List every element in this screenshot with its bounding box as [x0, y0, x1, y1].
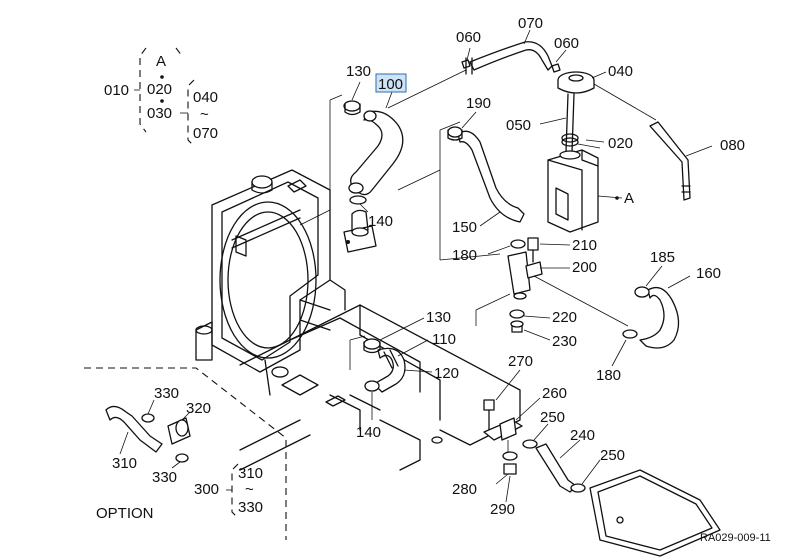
- label-030[interactable]: 030: [147, 105, 172, 122]
- hose-clamp-190[interactable]: [447, 126, 463, 141]
- washer-280[interactable]: [502, 451, 518, 461]
- leader-lines-lower: [349, 335, 366, 370]
- label-040-cap[interactable]: 040: [608, 63, 633, 80]
- label-290[interactable]: 290: [490, 501, 515, 518]
- option-clamp-330-lower[interactable]: [175, 453, 189, 463]
- label-330-range[interactable]: 330: [238, 499, 263, 516]
- bolt-210[interactable]: [527, 237, 539, 263]
- overflow-tube-050[interactable]: [565, 93, 575, 153]
- hose-clamp-180-upper[interactable]: [510, 239, 526, 249]
- hose-clamp-140-lower[interactable]: [364, 380, 380, 392]
- hose-clamp-130-lower[interactable]: [363, 338, 381, 354]
- option-clamp-330-upper[interactable]: [141, 413, 155, 423]
- hose-150[interactable]: [457, 130, 525, 223]
- plug-230[interactable]: [510, 320, 524, 333]
- label-070-pipe[interactable]: 070: [518, 15, 543, 32]
- option-label: OPTION: [96, 505, 154, 522]
- label-210[interactable]: 210: [572, 237, 597, 254]
- pipe-clip-060-right[interactable]: [551, 63, 561, 73]
- option-hose-310[interactable]: [105, 405, 163, 453]
- leader-lines-150: [439, 121, 461, 260]
- label-220[interactable]: 220: [552, 309, 577, 326]
- label-160[interactable]: 160: [696, 265, 721, 282]
- hose-clamp-250-upper[interactable]: [522, 439, 538, 449]
- label-330-upper[interactable]: 330: [154, 385, 179, 402]
- bracket-260[interactable]: [483, 417, 523, 441]
- label-180-lower[interactable]: 180: [596, 367, 621, 384]
- hose-110[interactable]: [383, 349, 399, 369]
- option-bracket-300: [226, 463, 239, 519]
- label-040[interactable]: 040: [193, 89, 218, 106]
- figure-code: RA029-009-11: [700, 532, 771, 544]
- label-130-upper[interactable]: 130: [346, 63, 371, 80]
- label-260[interactable]: 260: [542, 385, 567, 402]
- nut-290[interactable]: [503, 463, 517, 475]
- label-120[interactable]: 120: [434, 365, 459, 382]
- label-a-tank[interactable]: A: [624, 190, 634, 207]
- label-240[interactable]: 240: [570, 427, 595, 444]
- label-130-lower[interactable]: 130: [426, 309, 451, 326]
- hose-clamp-130-upper[interactable]: [343, 100, 361, 116]
- label-330-lower[interactable]: 330: [152, 469, 177, 486]
- label-100[interactable]: 100: [378, 76, 403, 93]
- hose-clamp-180-lower[interactable]: [622, 329, 638, 339]
- label-010[interactable]: 010: [104, 82, 129, 99]
- option-boundary: [84, 367, 287, 540]
- tank-hose-080[interactable]: [649, 121, 691, 201]
- label-190[interactable]: 190: [466, 95, 491, 112]
- label-180-upper[interactable]: 180: [452, 247, 477, 264]
- label-leaders: [119, 29, 713, 503]
- label-185[interactable]: 185: [650, 249, 675, 266]
- label-200[interactable]: 200: [572, 259, 597, 276]
- label-150[interactable]: 150: [452, 219, 477, 236]
- upper-hose-100[interactable]: [348, 110, 404, 196]
- frame-chassis: [239, 304, 521, 471]
- label-060-right[interactable]: 060: [554, 35, 579, 52]
- label-020[interactable]: 020: [147, 81, 172, 98]
- leader-lines-tank: [539, 83, 657, 200]
- water-flange-140-upper[interactable]: [343, 195, 377, 253]
- label-250-lower[interactable]: 250: [600, 447, 625, 464]
- highlight-100: [375, 73, 407, 93]
- option-part-320[interactable]: [167, 417, 191, 445]
- group-bracket-010: [134, 47, 195, 147]
- label-group-a[interactable]: A: [156, 53, 166, 70]
- reserve-tank[interactable]: [547, 149, 599, 233]
- label-320[interactable]: 320: [186, 400, 211, 417]
- label-250-upper[interactable]: 250: [540, 409, 565, 426]
- label-060-left[interactable]: 060: [456, 29, 481, 46]
- label-140-upper[interactable]: 140: [368, 213, 393, 230]
- range-separator-option: ~: [245, 481, 254, 498]
- radiator-assembly[interactable]: [195, 169, 346, 373]
- hose-clamp-250-lower[interactable]: [570, 483, 586, 493]
- leader-lines-upper: [299, 69, 467, 226]
- label-230[interactable]: 230: [552, 333, 577, 350]
- label-070[interactable]: 070: [193, 125, 218, 142]
- label-080[interactable]: 080: [720, 137, 745, 154]
- overflow-pipe-070[interactable]: [465, 41, 553, 75]
- tank-seal-020[interactable]: [561, 133, 579, 147]
- label-300[interactable]: 300: [194, 481, 219, 498]
- label-270[interactable]: 270: [508, 353, 533, 370]
- hose-240[interactable]: [535, 443, 577, 493]
- label-140-lower[interactable]: 140: [356, 424, 381, 441]
- washer-220[interactable]: [509, 309, 525, 319]
- bolt-270[interactable]: [483, 399, 495, 431]
- label-050[interactable]: 050: [506, 117, 531, 134]
- pipe-clip-060-left[interactable]: [461, 59, 471, 69]
- label-280[interactable]: 280: [452, 481, 477, 498]
- hose-clamp-185[interactable]: [634, 286, 650, 298]
- water-joint-200[interactable]: [507, 251, 543, 300]
- oil-pan: [589, 469, 721, 557]
- label-310-range[interactable]: 310: [238, 465, 263, 482]
- range-separator: ~: [200, 106, 209, 123]
- leader-lines-joint: [439, 253, 629, 327]
- label-310[interactable]: 310: [112, 455, 137, 472]
- reserve-tank-cap-040[interactable]: [557, 71, 595, 94]
- label-110[interactable]: 110: [432, 331, 456, 348]
- label-020-seal[interactable]: 020: [608, 135, 633, 152]
- hose-160[interactable]: [639, 286, 680, 349]
